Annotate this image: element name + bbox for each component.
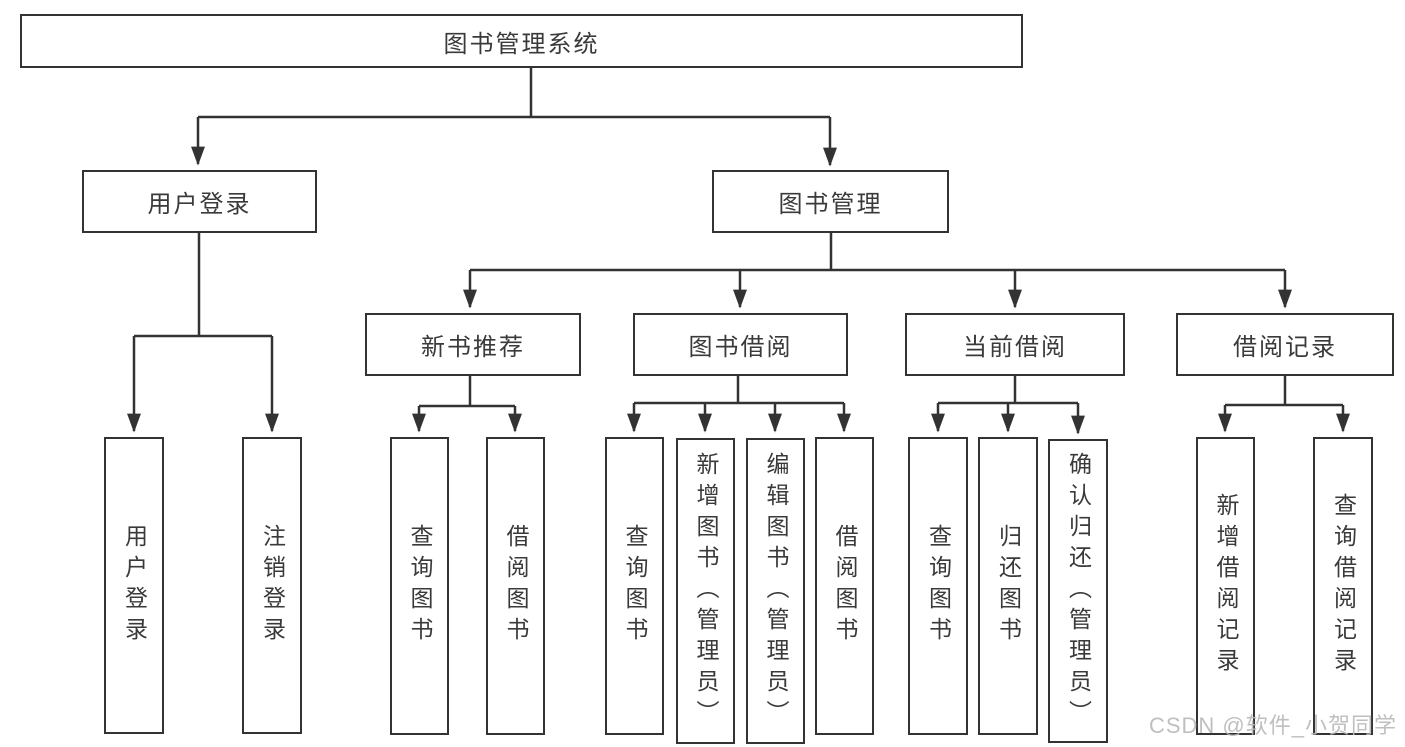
node-cb-query-books: 查询图书 <box>908 437 968 735</box>
node-logout-leaf: 注销登录 <box>242 437 302 734</box>
node-current-borrow: 当前借阅 <box>905 313 1125 376</box>
node-bb-add-books-admin: 新增图书（管理员） <box>676 438 735 744</box>
node-user-login: 用户登录 <box>82 170 317 233</box>
node-bb-query-books: 查询图书 <box>605 437 664 735</box>
node-br-add-record: 新增借阅记录 <box>1196 437 1255 735</box>
node-new-book-recommend: 新书推荐 <box>365 313 581 376</box>
node-borrow-records: 借阅记录 <box>1176 313 1394 376</box>
node-library-management-system: 图书管理系统 <box>20 14 1023 68</box>
node-cb-confirm-return-admin: 确认归还（管理员） <box>1048 439 1108 743</box>
node-cb-return-books: 归还图书 <box>978 437 1038 735</box>
node-br-query-record: 查询借阅记录 <box>1313 437 1373 735</box>
node-bb-edit-books-admin: 编辑图书（管理员） <box>746 438 805 744</box>
node-user-login-leaf: 用户登录 <box>104 437 164 734</box>
node-book-borrow: 图书借阅 <box>633 313 848 376</box>
node-bb-borrow-books: 借阅图书 <box>815 437 874 735</box>
csdn-watermark: CSDN @软件_小贺同学 <box>1148 713 1397 738</box>
node-book-management: 图书管理 <box>712 170 949 233</box>
node-nbr-borrow-books: 借阅图书 <box>486 437 545 735</box>
node-nbr-query-books: 查询图书 <box>390 437 449 735</box>
